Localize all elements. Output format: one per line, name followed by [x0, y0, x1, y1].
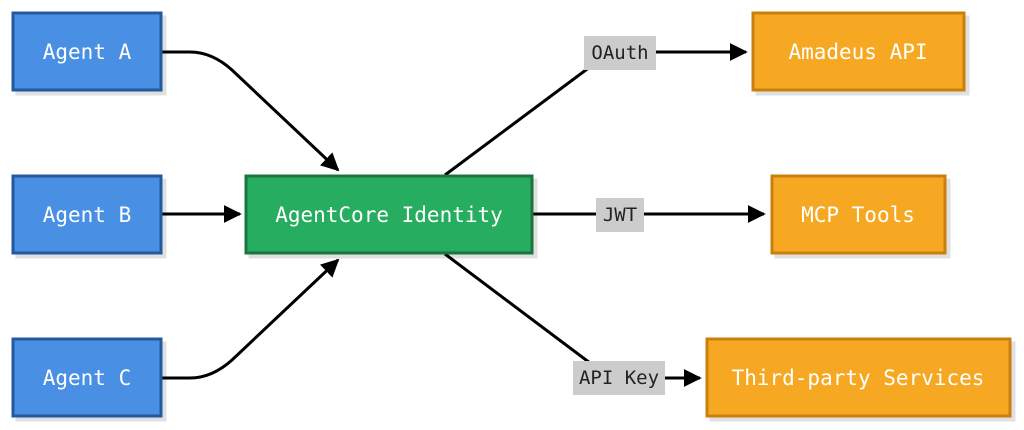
node-agent-a[interactable]: Agent A	[11, 11, 163, 92]
edge-label-api-key: API Key	[573, 361, 665, 395]
node-agent-a-label: Agent A	[43, 40, 132, 64]
edge-label-oauth: OAuth	[584, 36, 656, 70]
node-mcp-tools-label: MCP Tools	[801, 203, 915, 227]
edge-agent-c-to-identity	[162, 258, 340, 380]
node-agentcore-identity[interactable]: AgentCore Identity	[244, 174, 534, 255]
node-mcp-tools[interactable]: MCP Tools	[770, 174, 947, 255]
edge-label-oauth-text: OAuth	[591, 42, 648, 64]
edge-label-api-key-text: API Key	[579, 367, 659, 389]
node-amadeus-api[interactable]: Amadeus API	[751, 11, 966, 92]
node-third-party-services-label: Third-party Services	[732, 366, 985, 390]
edge-identity-to-third-party	[444, 252, 702, 387]
node-agent-b[interactable]: Agent B	[11, 174, 163, 255]
node-agent-b-label: Agent B	[43, 203, 132, 227]
node-agent-c[interactable]: Agent C	[11, 337, 163, 418]
edge-label-jwt-text: JWT	[603, 204, 637, 226]
node-third-party-services[interactable]: Third-party Services	[705, 337, 1012, 418]
node-agent-c-label: Agent C	[43, 366, 132, 390]
node-agentcore-identity-label: AgentCore Identity	[275, 203, 503, 227]
node-amadeus-api-label: Amadeus API	[788, 40, 927, 64]
edge-label-jwt: JWT	[596, 198, 644, 232]
edge-identity-to-amadeus	[444, 43, 748, 177]
edge-agent-a-to-identity	[162, 50, 340, 172]
